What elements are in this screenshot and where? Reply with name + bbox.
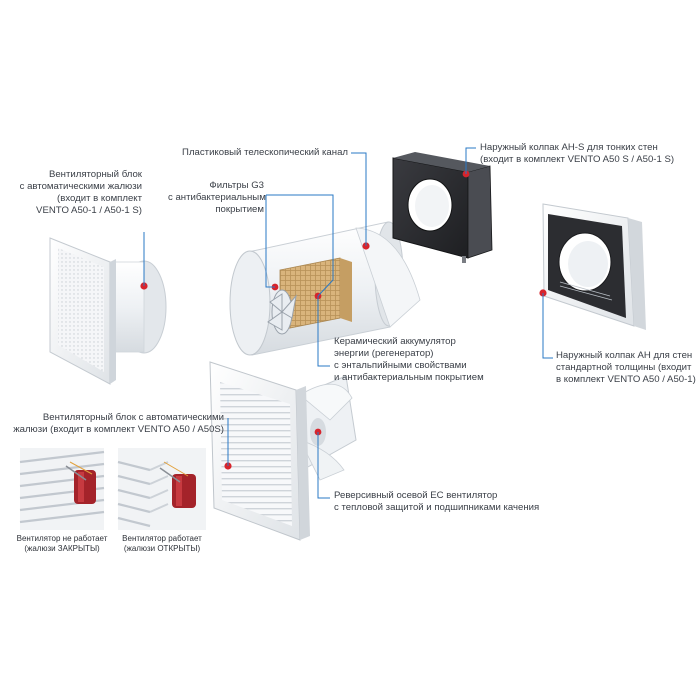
label-filters: Фильтры G3 с антибактериальным покрытием <box>168 180 266 216</box>
label-line: Вентиляторный блок <box>48 169 142 180</box>
label-line: (жалюзи ЗАКРЫТЫ) <box>24 543 100 553</box>
label-line: Наружный колпак AH для стен <box>556 350 693 361</box>
leader-regenerator <box>317 296 330 367</box>
fan-block-bottom-illustration <box>209 361 357 541</box>
fan-block-top-illustration <box>49 237 167 385</box>
label-line: покрытием <box>215 204 264 215</box>
label-fan-block-top: Вентиляторный блок с автоматическими жал… <box>12 169 142 217</box>
label-line: с тепловой защитой и подшипниками качени… <box>334 502 540 513</box>
label-telescopic-channel: Пластиковый телескопический канал <box>160 147 348 159</box>
telescopic-channel-illustration <box>229 221 421 356</box>
leader-filters <box>265 195 275 288</box>
label-line: Вентиляторный блок с автоматическими <box>42 412 224 423</box>
label-fan-block-bottom: Вентиляторный блок с автоматическими жал… <box>12 412 224 436</box>
leader-reversible-fan <box>317 432 330 499</box>
label-line: и антибактериальным покрытием <box>334 372 484 383</box>
leader-telescopic-channel <box>351 152 367 246</box>
label-line: жалюзи (входит в комплект VENTO A50 / A5… <box>13 424 224 435</box>
label-hood-ahs: Наружный колпак AH-S для тонких стен (вх… <box>480 142 692 166</box>
label-line: Реверсивный осевой ЕС вентилятор <box>334 490 498 501</box>
fan-off-photo <box>19 448 105 530</box>
label-line: энергии (регенератор) <box>334 348 434 359</box>
label-line: с антибактериальным <box>168 192 266 203</box>
label-line: Вентилятор не работает <box>16 534 108 543</box>
leader-filters-2 <box>266 194 334 297</box>
label-line: с энтальпийными свойствами <box>334 360 467 371</box>
label-line: Фильтры G3 <box>209 180 264 191</box>
label-fan-on: Вентилятор работает (жалюзи ОТКРЫТЫ) <box>112 534 212 553</box>
label-line: Вентилятор работает <box>122 534 202 543</box>
label-line: (входит в комплект VENTO A50 S / A50-1 S… <box>480 154 675 165</box>
fan-on-photo <box>117 448 206 530</box>
label-line: стандартной толщины (входит <box>556 362 692 373</box>
label-line: Керамический аккумулятор <box>334 336 456 347</box>
label-line: (входит в комплект <box>57 193 142 204</box>
label-line: Пластиковый телескопический канал <box>182 147 348 158</box>
hood-ahs-illustration <box>392 152 493 263</box>
label-line: (жалюзи ОТКРЫТЫ) <box>123 543 201 553</box>
label-line: с автоматическими жалюзи <box>19 181 142 192</box>
label-line: VENTO A50-1 / A50-1 S) <box>36 205 142 216</box>
label-line: Наружный колпак AH-S для тонких стен <box>480 142 658 153</box>
label-hood-ah: Наружный колпак AH для стен стандартной … <box>556 350 696 386</box>
label-fan-off: Вентилятор не работает (жалюзи ЗАКРЫТЫ) <box>8 534 116 553</box>
leader-lines <box>143 147 553 499</box>
hood-ah-illustration <box>539 203 646 330</box>
leader-hood-ahs <box>465 147 476 174</box>
leader-hood-ah <box>542 293 553 359</box>
label-reversible-fan: Реверсивный осевой ЕС вентилятор с тепло… <box>334 490 564 514</box>
label-line: в комплект VENTO A50 / A50-1) <box>556 374 696 385</box>
label-regenerator: Керамический аккумулятор энергии (регене… <box>334 336 504 384</box>
